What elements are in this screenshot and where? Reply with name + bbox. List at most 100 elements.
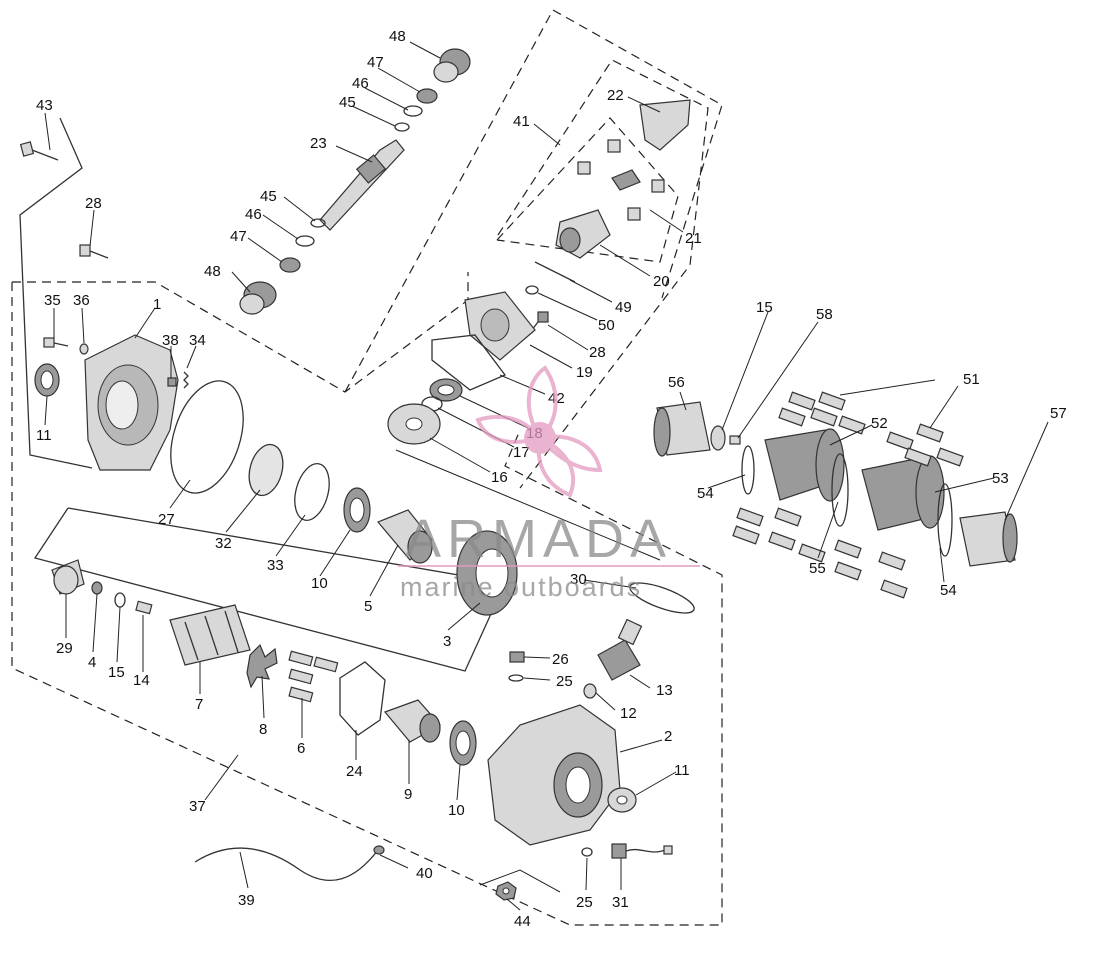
cage-52 [764,428,845,502]
screw-35 [43,337,69,348]
label-51: 51 [963,371,980,388]
label-46-bottom: 46 [245,206,262,223]
label-56: 56 [668,374,685,391]
label-14: 14 [133,672,150,689]
washer-36 [79,343,89,355]
label-29: 29 [56,640,73,657]
driveshaft-23 [319,139,405,231]
label-28-right: 28 [589,344,606,361]
ring-45-bottom [310,218,326,228]
seal-18 [429,378,463,402]
gear-case-2 [487,704,621,846]
boot-48-bottom [239,281,277,315]
label-39: 39 [238,892,255,909]
rollers-6 [288,650,339,703]
assembly-boundaries [11,9,723,926]
label-3: 3 [443,633,451,650]
ring-15-left [114,592,126,608]
label-9: 9 [404,786,412,803]
cross-kit-21 [577,139,665,221]
label-34: 34 [189,332,206,349]
spring-34 [183,371,189,389]
label-52: 52 [871,415,888,432]
label-33: 33 [267,557,284,574]
spring-47-top [416,88,438,104]
label-15-right: 15 [756,299,773,316]
ring-gear-3 [456,530,518,616]
spring-47-bottom [279,257,301,273]
label-48-bottom: 48 [204,263,221,280]
label-24: 24 [346,763,363,780]
label-26: 26 [552,651,569,668]
washer-46-bottom [295,235,315,247]
o-ring-30 [629,582,695,614]
watermark-tagline: marine outboards [400,572,642,602]
sensor-31 [611,843,673,859]
fitting-38 [167,377,177,387]
ring-45-top [394,122,410,132]
watermark-brand: ARMADA [405,509,672,569]
label-53: 53 [992,470,1009,487]
clip-54-left [741,445,755,495]
housing-cover-1 [84,334,179,471]
label-19: 19 [576,364,593,381]
washer-25-top [508,674,524,682]
label-7: 7 [195,696,203,713]
watermark: ARMADA marine outboards [398,365,700,602]
bolt-43 [19,141,59,161]
washer-4 [91,581,103,595]
hose-39 [194,847,379,882]
bearing-10-upper [343,487,371,533]
sleeve-5 [377,509,433,564]
label-46-top: 46 [352,75,369,92]
label-17: 17 [513,444,530,461]
label-45-bottom: 45 [260,188,277,205]
bushing-29 [51,559,85,595]
o-ring-27 [170,380,244,494]
label-23: 23 [310,135,327,152]
rollers-51 [732,391,964,599]
label-57: 57 [1050,405,1067,422]
ring-15-right [710,425,726,451]
boot-48-top [433,48,471,83]
label-10-lower: 10 [448,802,465,819]
label-43: 43 [36,97,53,114]
snap-ring-33 [294,463,330,521]
label-16: 16 [491,469,508,486]
sleeve-9 [383,699,441,743]
pin-58 [729,435,741,445]
roller-cage-7 [169,604,251,666]
yoke-20 [555,209,611,259]
seal-11-right [607,787,637,813]
label-55: 55 [809,560,826,577]
label-36: 36 [73,292,90,309]
gasket-42 [431,334,507,391]
label-38: 38 [162,332,179,349]
clip-55 [831,453,849,527]
sleeve-57 [959,511,1018,567]
parts [19,48,1018,901]
leader-lines [44,41,1049,911]
label-40: 40 [416,865,433,882]
label-58: 58 [816,306,833,323]
label-10-upper: 10 [311,575,328,592]
label-8: 8 [259,721,267,738]
label-25-bottom: 25 [576,894,593,911]
label-5: 5 [364,598,372,615]
bolt-28-left [79,244,109,259]
label-11-left: 11 [36,427,52,444]
label-12: 12 [620,705,637,722]
clip-50 [525,285,539,295]
label-13: 13 [656,682,673,699]
label-1: 1 [153,296,161,313]
label-15-left: 15 [108,664,125,681]
label-47-bottom: 47 [230,228,247,245]
yoke-22 [639,99,691,151]
cage-53 [861,455,945,531]
label-25-top: 25 [556,673,573,690]
pin-14 [135,600,153,615]
plug-26 [509,651,525,663]
bushing-12 [583,683,597,699]
pinion-13 [597,618,643,681]
label-31: 31 [612,894,629,911]
